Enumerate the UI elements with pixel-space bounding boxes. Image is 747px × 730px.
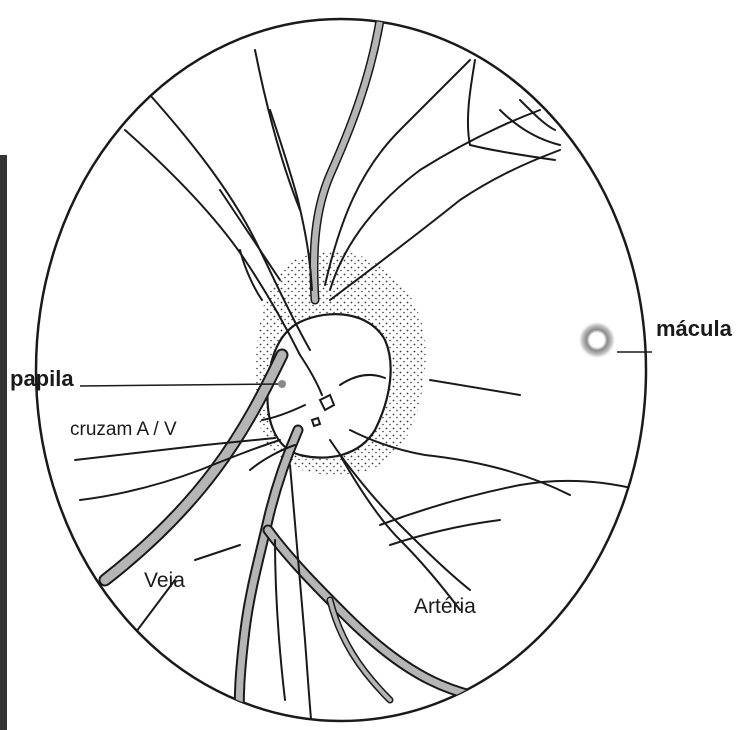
optic-disc <box>267 314 390 457</box>
papila-marker <box>278 380 286 388</box>
cruzam-label: cruzam A / V <box>70 420 177 439</box>
edge-band <box>0 155 7 730</box>
macula-spot <box>578 321 616 359</box>
papila-label: papila <box>10 368 74 390</box>
arteria-label: Artéria <box>414 596 476 617</box>
papila-leader-line <box>80 384 282 386</box>
veia-label: Veia <box>144 570 185 591</box>
macula-label: mácula <box>656 318 732 340</box>
